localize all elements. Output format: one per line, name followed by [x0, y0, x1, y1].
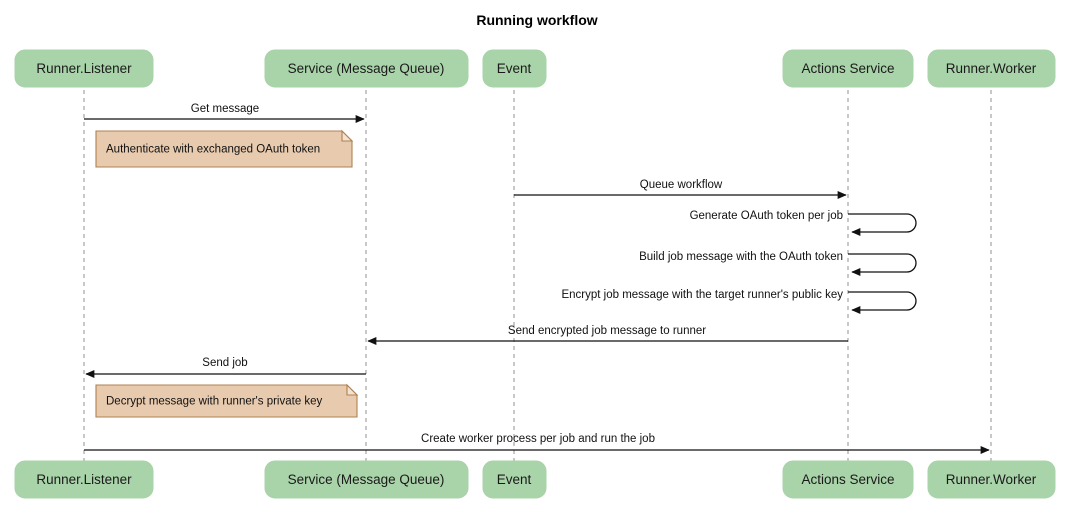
- message-label: Send job: [202, 357, 247, 369]
- actor-box[interactable]: [927, 460, 1056, 499]
- actor-box[interactable]: [14, 49, 154, 88]
- actor-box[interactable]: [927, 49, 1056, 88]
- message-send-job[interactable]: Send job: [85, 357, 366, 379]
- actor-box[interactable]: [482, 460, 547, 499]
- actor-label: Actions Service: [801, 61, 894, 76]
- actor-box[interactable]: [14, 460, 154, 499]
- actor-actions-service-bottom[interactable]: Actions Service: [782, 460, 914, 499]
- message-label: Create worker process per job and run th…: [421, 433, 655, 445]
- message-send-encrypted-job-message[interactable]: Send encrypted job message to runner: [367, 325, 848, 346]
- actors-top: Runner.Listener Service (Message Queue) …: [14, 49, 1056, 88]
- actor-service-mq-bottom[interactable]: Service (Message Queue): [264, 460, 469, 499]
- message-label: Get message: [191, 103, 259, 115]
- actor-box[interactable]: [782, 49, 914, 88]
- actor-label: Service (Message Queue): [288, 472, 445, 487]
- message-label: Generate OAuth token per job: [690, 210, 843, 222]
- note-label: Decrypt message with runner's private ke…: [106, 396, 323, 408]
- actor-label: Event: [497, 61, 532, 76]
- actor-event-bottom[interactable]: Event: [482, 460, 547, 499]
- page-title: Running workflow: [476, 12, 597, 28]
- note-decrypt: Decrypt message with runner's private ke…: [95, 383, 359, 418]
- message-generate-oauth-token[interactable]: Generate OAuth token per job: [690, 210, 917, 237]
- actor-runner-listener-bottom[interactable]: Runner.Listener: [14, 460, 154, 499]
- lifelines: [83, 90, 992, 461]
- notes: Authenticate with exchanged OAuth token …: [95, 129, 359, 418]
- actor-label: Runner.Worker: [946, 61, 1037, 76]
- message-label: Build job message with the OAuth token: [639, 251, 843, 263]
- self-message-arrow: [848, 253, 917, 277]
- message-build-job-message[interactable]: Build job message with the OAuth token: [639, 251, 917, 277]
- note-shape: [95, 384, 358, 418]
- note-shape: [95, 130, 353, 168]
- note-label: Authenticate with exchanged OAuth token: [106, 144, 320, 156]
- actor-event-top[interactable]: Event: [482, 49, 547, 88]
- actor-label: Runner.Worker: [946, 472, 1037, 487]
- self-message-arrow: [848, 291, 917, 315]
- actor-label: Event: [497, 472, 532, 487]
- actor-box[interactable]: [782, 460, 914, 499]
- actors-bottom: Runner.Listener Service (Message Queue) …: [14, 460, 1056, 499]
- actor-box[interactable]: [482, 49, 547, 88]
- message-queue-workflow[interactable]: Queue workflow: [514, 179, 847, 200]
- messages: Get message Queue workflow Generate OAut…: [84, 103, 990, 455]
- actor-label: Runner.Listener: [36, 61, 132, 76]
- message-encrypt-job-message[interactable]: Encrypt job message with the target runn…: [561, 289, 917, 315]
- actor-runner-worker-bottom[interactable]: Runner.Worker: [927, 460, 1056, 499]
- actor-runner-worker-top[interactable]: Runner.Worker: [927, 49, 1056, 88]
- message-label: Send encrypted job message to runner: [508, 325, 706, 337]
- message-create-worker-process[interactable]: Create worker process per job and run th…: [84, 433, 990, 455]
- message-get-message[interactable]: Get message: [84, 103, 365, 124]
- actor-label: Runner.Listener: [36, 472, 132, 487]
- self-message-arrow: [848, 213, 917, 237]
- actor-box[interactable]: [264, 460, 469, 499]
- actor-box[interactable]: [264, 49, 469, 88]
- actor-runner-listener-top[interactable]: Runner.Listener: [14, 49, 154, 88]
- actor-label: Service (Message Queue): [288, 61, 445, 76]
- message-label: Queue workflow: [640, 179, 723, 191]
- message-label: Encrypt job message with the target runn…: [561, 289, 843, 301]
- note-fold-corner: [341, 129, 354, 142]
- actor-service-mq-top[interactable]: Service (Message Queue): [264, 49, 469, 88]
- note-fold-corner: [346, 383, 359, 396]
- actor-actions-service-top[interactable]: Actions Service: [782, 49, 914, 88]
- actor-label: Actions Service: [801, 472, 894, 487]
- note-authenticate: Authenticate with exchanged OAuth token: [95, 129, 354, 168]
